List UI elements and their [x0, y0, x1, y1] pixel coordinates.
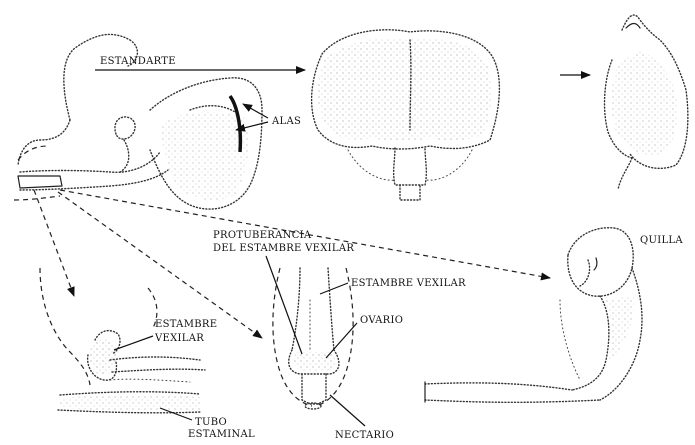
- label-estambre-left-line2: VEXILAR: [154, 333, 204, 344]
- leader-estambre-vexilar: [320, 283, 348, 294]
- label-nectario: NECTARIO: [335, 430, 394, 441]
- arrow-center-detail: [58, 192, 262, 338]
- label-alas: ALAS: [271, 116, 301, 127]
- keel-detail: [425, 228, 642, 403]
- label-protuberancia-line2: DEL ESTAMBRE VEXILAR: [213, 243, 354, 254]
- ovary-nectary-detail: [273, 268, 353, 409]
- label-quilla: QUILLA: [640, 235, 683, 246]
- label-estambre-left-line1: ESTAMBRE: [155, 319, 217, 330]
- arrow-alas-upper: [243, 104, 268, 118]
- leader-protuberancia: [266, 256, 302, 354]
- standard-side-view: [605, 15, 688, 190]
- label-estambre-vexilar-center: ESTAMBRE VEXILAR: [351, 278, 466, 289]
- label-estandarte: ESTANDARTE: [100, 56, 176, 67]
- label-tubo-line1: TUBO: [195, 417, 227, 428]
- standard-front-view: [312, 30, 500, 200]
- label-ovario: OVARIO: [360, 315, 403, 326]
- label-protuberancia-line1: PROTUBERANCIA: [213, 230, 312, 241]
- leader-nectario: [330, 395, 365, 426]
- label-tubo-line2: ESTAMINAL: [188, 429, 255, 440]
